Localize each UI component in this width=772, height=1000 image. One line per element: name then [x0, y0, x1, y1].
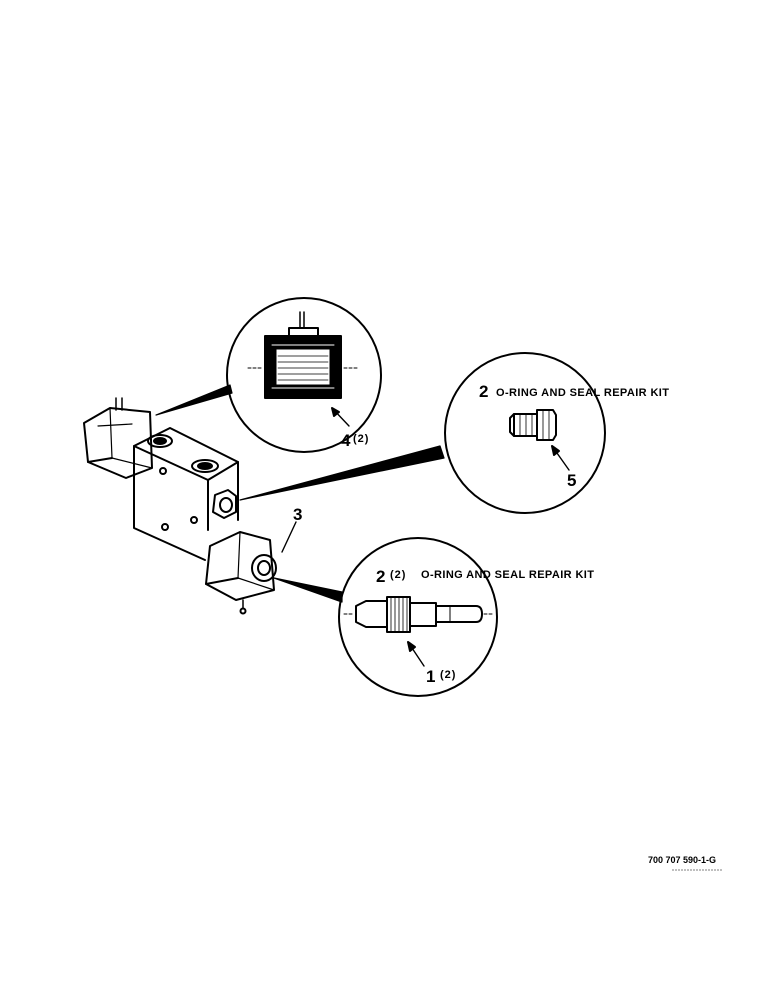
callout-2-top-number: 2	[479, 382, 488, 401]
callout-3-number: 3	[293, 505, 302, 524]
callout-1-number: 1	[426, 667, 435, 686]
left-solenoid-coil	[83, 397, 153, 479]
callout-2-bottom-qty: (2)	[390, 569, 406, 581]
callout-2-bottom-text: O-RING AND SEAL REPAIR KIT	[421, 569, 594, 581]
detail-circle-coil	[226, 297, 382, 453]
leader-to-detail-1	[273, 577, 343, 603]
side-cartridge-fitting	[212, 489, 237, 519]
drawing-number: 700 707 590-1-G	[648, 855, 716, 865]
labels: 4 (2) 2 O-RING AND SEAL REPAIR KIT 5 3 2…	[293, 382, 722, 871]
leader-item-3	[281, 521, 297, 553]
callout-4-number: 4	[341, 431, 351, 450]
callout-2-bottom-number: 2	[376, 567, 385, 586]
manifold-block	[133, 427, 239, 561]
front-solenoid-coil	[205, 531, 277, 615]
detail-circle-small-cartridge	[444, 352, 606, 514]
valve-assembly	[83, 397, 277, 615]
callout-5-number: 5	[567, 471, 576, 490]
detail-circle-long-cartridge	[338, 537, 498, 697]
callout-4-qty: (2)	[353, 433, 369, 445]
callout-2-top-text: O-RING AND SEAL REPAIR KIT	[496, 387, 669, 399]
callout-1-qty: (2)	[440, 669, 456, 681]
leader-to-detail-5	[239, 445, 445, 501]
leader-to-detail-4	[155, 384, 233, 416]
